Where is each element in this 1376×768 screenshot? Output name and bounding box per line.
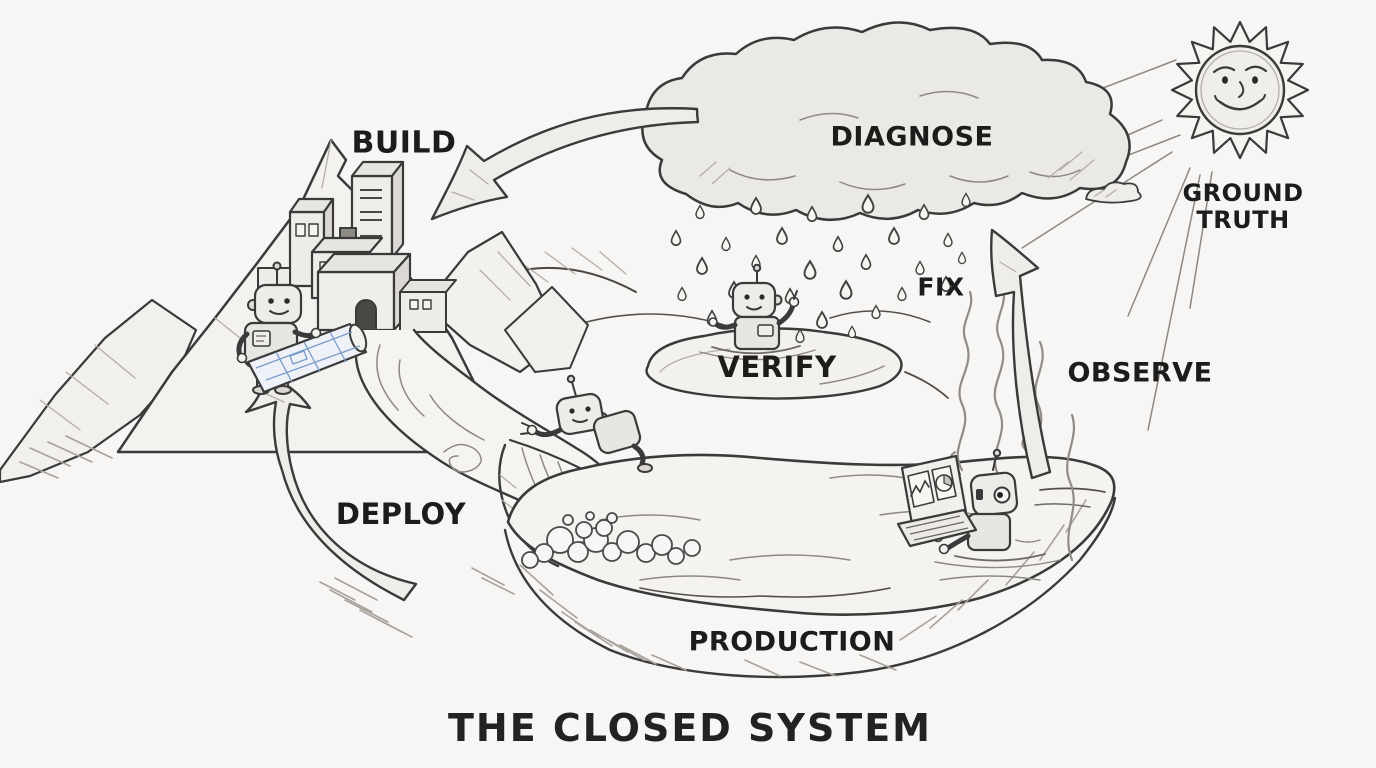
waterfall-foam [521,511,701,569]
rain-cloud [641,21,1131,222]
arrow-fix-to-cloud [990,228,1052,480]
robot-terminal [896,448,1061,569]
arrow-cloud-to-city [430,107,700,221]
label-ground-truth-line2: TRUTH [1196,206,1290,234]
label-diagnose: DIAGNOSE [830,121,994,153]
sun-rays [1021,59,1213,431]
label-verify: VERIFY [717,350,837,384]
small-cloud [1085,181,1142,204]
terminal-screen [896,454,978,548]
label-build: BUILD [351,125,457,161]
label-fix: FIX [917,272,965,302]
robot-verify [699,263,816,361]
label-ground-truth: GROUND TRUTH [1182,180,1303,234]
city-buildings [257,160,457,333]
shore-hatch [519,499,1087,677]
label-production: PRODUCTION [688,626,896,658]
page-title: THE CLOSED SYSTEM [447,706,933,750]
label-ground-truth-line1: GROUND [1182,179,1304,208]
label-observe: OBSERVE [1067,357,1213,389]
robot-waterfall [520,374,653,473]
blueprint [236,322,368,394]
sun-icon [1021,20,1310,431]
sun-face [1212,65,1268,111]
verify-pond [645,327,949,400]
robot-blueprint [236,261,368,395]
label-deploy: DEPLOY [335,497,467,531]
ground-hatch [19,435,515,638]
line-chart-icon [910,479,930,497]
